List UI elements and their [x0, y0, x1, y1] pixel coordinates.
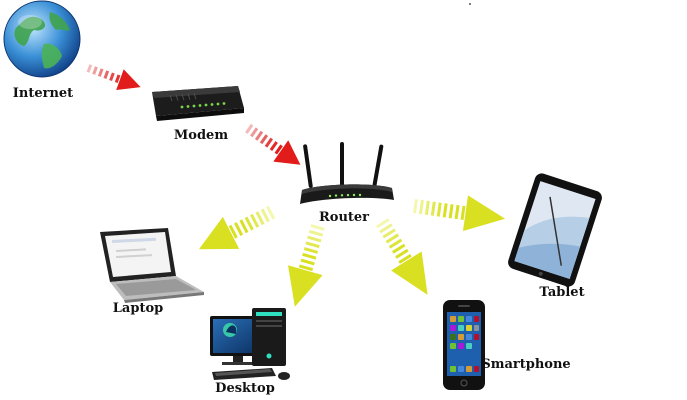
laptop-icon: [100, 228, 204, 303]
desktop-computer-icon: [210, 308, 290, 380]
laptop-label: Laptop: [112, 301, 164, 316]
arrow-internet-to-modem: [86, 64, 141, 90]
modem-label: Modem: [173, 128, 229, 143]
arrow-router-to-tablet: [413, 195, 506, 232]
tablet-icon: [508, 173, 602, 287]
arrow-router-to-laptop: [198, 205, 276, 250]
router-icon: [300, 142, 394, 204]
internet-label: Internet: [12, 86, 74, 101]
smartphone-icon: [443, 300, 485, 390]
tablet-label: Tablet: [539, 285, 585, 300]
desktop-label: Desktop: [215, 381, 275, 396]
router-label: Router: [318, 210, 370, 225]
modem-icon: [152, 86, 244, 121]
arrow-router-to-smartphone: [376, 218, 428, 295]
smartphone-label: Smartphone: [481, 357, 571, 372]
arrow-router-to-desktop: [288, 224, 325, 307]
globe-icon: [3, 0, 81, 78]
arrow-modem-to-router: [245, 123, 301, 165]
